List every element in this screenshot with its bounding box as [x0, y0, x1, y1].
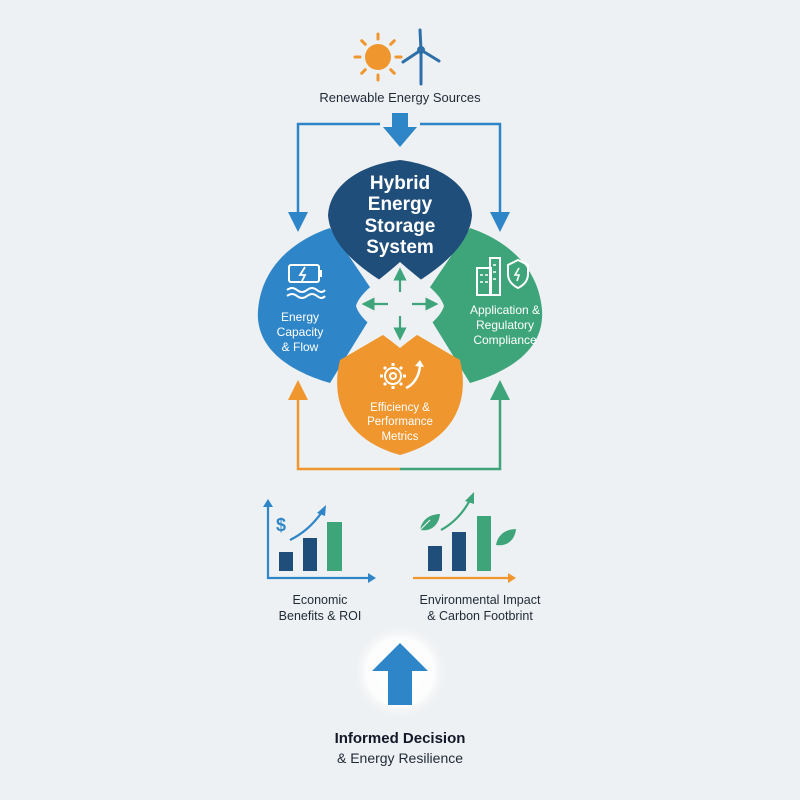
svg-text:$: $ [276, 515, 286, 535]
capacity-label-line: & Flow [281, 340, 319, 354]
environmental-label-line: Environmental Impact [419, 593, 541, 607]
economic-label: Economic Benefits & ROI [240, 592, 400, 625]
environmental-label: Environmental Impact & Carbon Footbrint [390, 592, 570, 625]
compliance-label: Application & Regulatory Compliance [445, 303, 565, 348]
core-title: Hybrid Energy Storage System [330, 173, 470, 258]
feedback-loop-right [400, 380, 510, 471]
feedback-loop-left [288, 380, 400, 471]
dollar-bar-chart-icon: $ [263, 499, 376, 583]
petal-compliance [420, 228, 543, 383]
center-hub [356, 262, 444, 348]
battery-waves-icon [286, 264, 326, 299]
source-connector-right [420, 122, 510, 232]
source-connector-left [288, 122, 380, 232]
sun-icon [353, 32, 403, 82]
four-way-arrows-icon [361, 267, 439, 341]
economic-label-line: Economic [292, 593, 348, 607]
economic-label-line: Benefits & ROI [278, 609, 362, 624]
gear-arrow-icon [380, 360, 424, 390]
up-arrow-icon [372, 643, 428, 705]
environmental-label-line: & Carbon Footbrint [427, 609, 533, 624]
buildings-shield-icon [476, 257, 529, 296]
source-title: Renewable Energy Sources [319, 90, 481, 105]
compliance-label-line: Application & [469, 303, 541, 317]
source-arrow-icon [383, 113, 417, 147]
core-title-line: Energy [367, 194, 433, 216]
core-title-line: System [366, 236, 434, 258]
capacity-label-line: Energy [280, 310, 320, 324]
compliance-label-line: Regulatory [475, 318, 535, 332]
efficiency-label-line: Performance [367, 416, 433, 429]
capacity-label: Energy Capacity & Flow [255, 310, 345, 355]
petal-core [328, 160, 472, 292]
decision-subtitle: & Energy Resilience [336, 750, 464, 766]
core-title-line: Hybrid [369, 173, 431, 194]
core-title-line: Storage [364, 215, 436, 237]
leaf-bar-chart-icon [413, 492, 516, 583]
efficiency-label: Efficiency & Performance Metrics [340, 401, 460, 444]
efficiency-label-line: Efficiency & [370, 402, 430, 414]
wind-turbine-icon [401, 28, 441, 86]
decision-title: Informed Decision [334, 730, 466, 747]
capacity-label-line: Capacity [276, 325, 324, 339]
compliance-label-line: Compliance [473, 333, 537, 347]
petal-efficiency [337, 325, 463, 455]
efficiency-label-line: Metrics [381, 430, 419, 443]
